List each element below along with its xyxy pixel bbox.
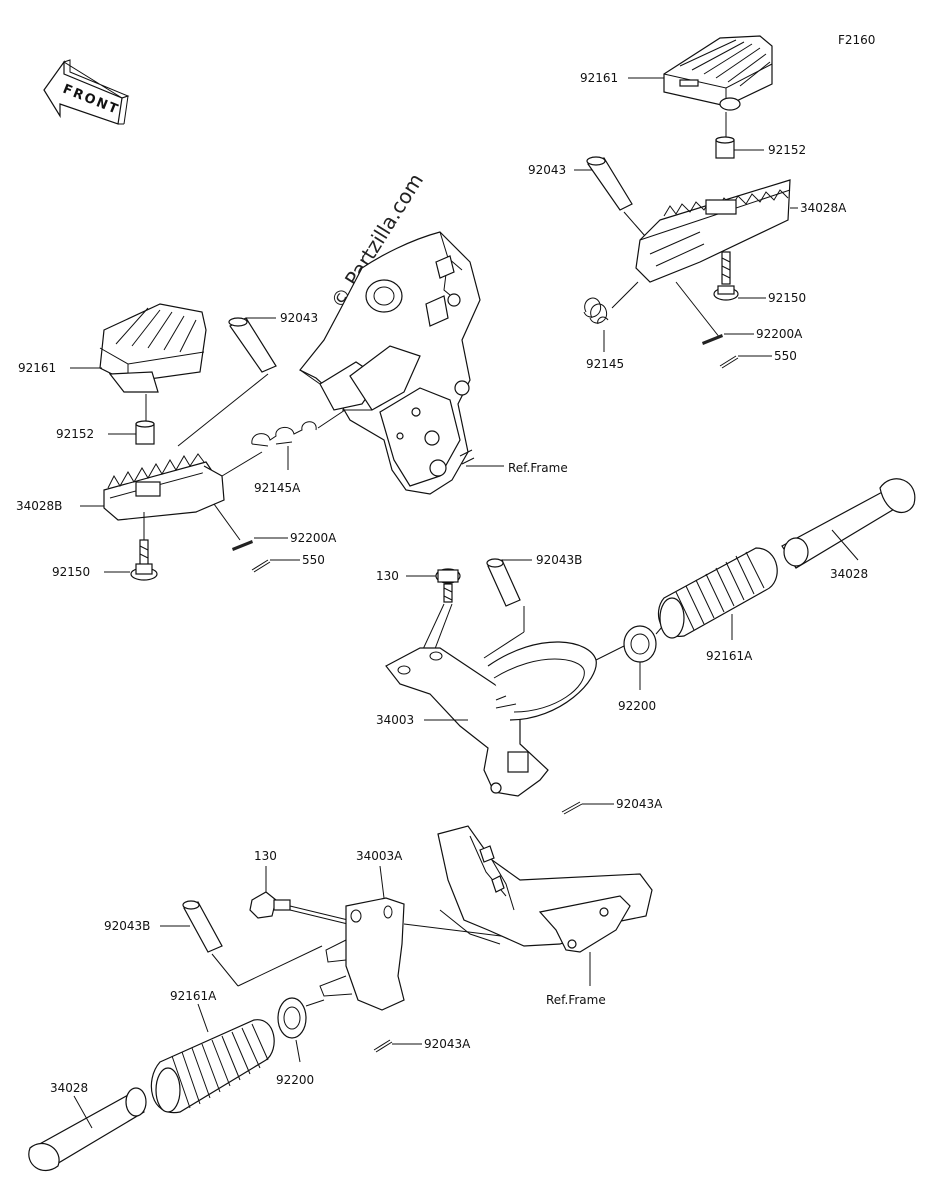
frame-top[interactable] xyxy=(299,231,481,495)
bracket-bottom[interactable] xyxy=(319,897,405,1011)
callout-l-collar: 92152 xyxy=(56,427,94,441)
callout-b-ref-frame: Ref.Frame xyxy=(546,993,606,1007)
pin-right[interactable] xyxy=(586,156,633,211)
callout-m-bracket: 34003 xyxy=(376,713,414,727)
front-arrow-icon: FRONT xyxy=(43,59,130,125)
washer-right[interactable] xyxy=(702,334,723,345)
pin-bottom[interactable] xyxy=(182,900,223,953)
callout-b-pin: 92043B xyxy=(104,919,150,933)
callout-m-pin: 92043B xyxy=(536,553,582,567)
callout-l-bolt: 92150 xyxy=(52,565,90,579)
callout-b-grip: 92161A xyxy=(170,989,217,1003)
diagram-code: F2160 xyxy=(838,33,875,47)
callout-m-grip: 92161A xyxy=(706,649,753,663)
callout-b-cotter: 92043A xyxy=(424,1037,471,1051)
callout-b-bracket: 34003A xyxy=(356,849,403,863)
callout-tr-collar: 92152 xyxy=(768,143,806,157)
footpeg-middle[interactable] xyxy=(781,478,916,569)
callout-b-peg: 34028 xyxy=(50,1081,88,1095)
bracket-middle[interactable] xyxy=(385,641,597,797)
spring-right[interactable] xyxy=(583,297,609,325)
footrest-rubber-left[interactable] xyxy=(99,303,207,393)
callout-m-washer: 92200 xyxy=(618,699,656,713)
washer-bottom[interactable] xyxy=(277,997,307,1039)
collar-left[interactable] xyxy=(135,420,155,445)
callout-l-cotter: 550 xyxy=(302,553,325,567)
callout-l-rubber: 92161 xyxy=(18,361,56,375)
footrest-left[interactable] xyxy=(103,453,225,521)
callout-l-spring: 92145A xyxy=(254,481,301,495)
callout-tr-washer: 92200A xyxy=(756,327,803,341)
washer-middle[interactable] xyxy=(623,625,657,663)
callout-ref-frame-top: Ref.Frame xyxy=(508,461,568,475)
pin-middle[interactable] xyxy=(486,558,521,607)
callout-tr-spring: 92145 xyxy=(586,357,624,371)
grip-middle[interactable] xyxy=(657,547,778,639)
footrest-right[interactable] xyxy=(635,179,791,283)
cotter-pin-left[interactable] xyxy=(251,559,271,573)
callout-tr-bolt: 92150 xyxy=(768,291,806,305)
callout-tr-cotter: 550 xyxy=(774,349,797,363)
bolt-bottom[interactable] xyxy=(249,891,291,919)
callout-m-peg: 34028 xyxy=(830,567,868,581)
footrest-rubber-right[interactable] xyxy=(663,35,773,111)
cotter-pin-middle[interactable] xyxy=(561,801,583,815)
callout-b-bolt: 130 xyxy=(254,849,277,863)
callout-tr-pin: 92043 xyxy=(528,163,566,177)
callout-l-pin: 92043 xyxy=(280,311,318,325)
frame-bottom[interactable] xyxy=(437,825,653,953)
callout-b-washer: 92200 xyxy=(276,1073,314,1087)
callout-l-footrest: 34028B xyxy=(16,499,62,513)
footpeg-bottom[interactable] xyxy=(28,1087,147,1172)
cotter-pin-right[interactable] xyxy=(719,355,739,369)
pin-left[interactable] xyxy=(228,317,277,373)
callout-tr-rubber: 92161 xyxy=(580,71,618,85)
spring-left[interactable] xyxy=(251,421,317,447)
collar-right[interactable] xyxy=(715,136,735,159)
callout-l-washer: 92200A xyxy=(290,531,337,545)
cotter-pin-bottom[interactable] xyxy=(373,1039,393,1053)
grip-bottom[interactable] xyxy=(150,1019,275,1114)
callout-m-cotter: 92043A xyxy=(616,797,663,811)
callout-m-bolt: 130 xyxy=(376,569,399,583)
bolt-left[interactable] xyxy=(130,539,158,581)
bolt-right[interactable] xyxy=(713,251,739,301)
washer-left[interactable] xyxy=(232,540,253,551)
callout-tr-footrest: 34028A xyxy=(800,201,847,215)
bolt-middle[interactable] xyxy=(435,568,461,603)
